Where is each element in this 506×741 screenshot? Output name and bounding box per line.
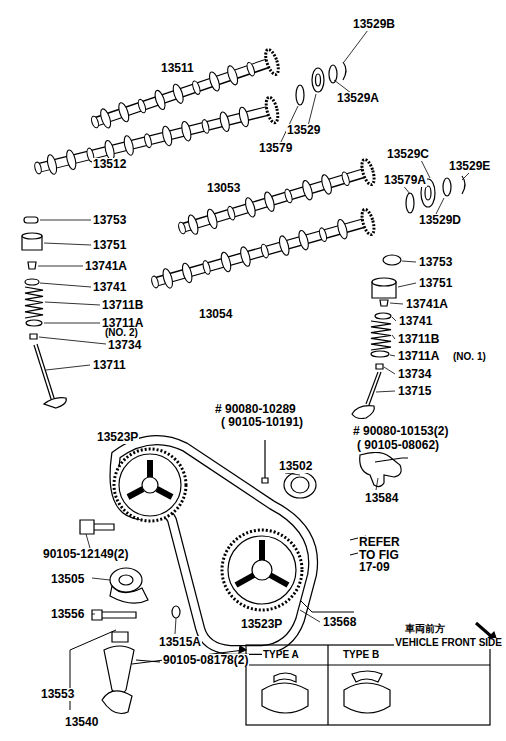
callout-number: 13753 bbox=[92, 214, 127, 227]
callout-number: (NO. 2) bbox=[104, 328, 139, 339]
callout-number: 13529C bbox=[386, 148, 430, 161]
callout-number: 13529 bbox=[286, 124, 321, 137]
callout-number: 13529E bbox=[448, 160, 491, 173]
callout-number: 13523P bbox=[240, 618, 283, 631]
callout-number: 13529D bbox=[418, 214, 462, 227]
callout-number: 13751 bbox=[92, 239, 127, 252]
callout-number: 13715 bbox=[397, 385, 432, 398]
callout-number: 13711 bbox=[92, 359, 127, 372]
callout-number: (NO. 1) bbox=[452, 352, 487, 363]
callout-number: 13734 bbox=[107, 339, 142, 352]
callout-number: 13553 bbox=[40, 688, 75, 701]
callout-number: 13054 bbox=[198, 308, 233, 321]
callout-number: 13741A bbox=[84, 260, 128, 273]
callout-number: ( 90105-10191) bbox=[220, 416, 304, 429]
valve-spring bbox=[25, 287, 43, 318]
callout-number: 90105-12149(2) bbox=[42, 548, 129, 561]
camshaft bbox=[34, 96, 280, 175]
callout-number: 13711B bbox=[101, 299, 144, 312]
callout-number: 13741 bbox=[92, 281, 127, 294]
callout-number: REFER TO FIG 17-09 bbox=[358, 536, 418, 574]
callout-number: 13529A bbox=[336, 92, 380, 105]
callout-number: 13502 bbox=[278, 460, 313, 473]
callout-number: TYPE B bbox=[342, 650, 380, 661]
callout-number: 13741A bbox=[405, 298, 449, 311]
camshaft bbox=[150, 208, 376, 289]
valve-spring bbox=[371, 321, 391, 350]
callout-number: 13753 bbox=[418, 256, 453, 269]
callout-number: 13556 bbox=[50, 608, 85, 621]
callout-number: 13505 bbox=[50, 573, 85, 586]
callout-number: # 90080-10153(2) bbox=[352, 425, 449, 438]
callout-number: 13584 bbox=[364, 492, 399, 505]
callout-number: 車両前方 bbox=[404, 624, 446, 635]
callout-number: 13711A bbox=[397, 350, 440, 363]
callout-number: 13512 bbox=[92, 158, 127, 171]
callout-number: 13741 bbox=[398, 315, 433, 328]
callout-number: 13734 bbox=[397, 368, 432, 381]
callout-number: 13711B bbox=[397, 333, 440, 346]
callout-number: 13568 bbox=[322, 616, 357, 629]
callout-number: # 90080-10289 bbox=[214, 403, 297, 416]
callout-number: TYPE A bbox=[262, 650, 300, 661]
callout-number: 13053 bbox=[206, 182, 241, 195]
callout-number: 13579A bbox=[383, 174, 427, 187]
illustration bbox=[22, 62, 498, 725]
callout-number: 13515A bbox=[158, 636, 202, 649]
callout-number: 13579 bbox=[258, 142, 293, 155]
callout-number: 13751 bbox=[418, 277, 453, 290]
leader-lines bbox=[38, 30, 470, 634]
callout-number: ( 90105-08062) bbox=[356, 439, 440, 452]
callout-number: 13523P bbox=[96, 431, 139, 444]
callout-number: 90105-08178(2) bbox=[162, 654, 249, 667]
callout-number: 13511 bbox=[160, 62, 195, 75]
callout-number: 13540 bbox=[64, 716, 99, 729]
callout-number: 13529B bbox=[352, 18, 396, 31]
callout-number: VEHICLE FRONT SIDE bbox=[394, 638, 503, 649]
